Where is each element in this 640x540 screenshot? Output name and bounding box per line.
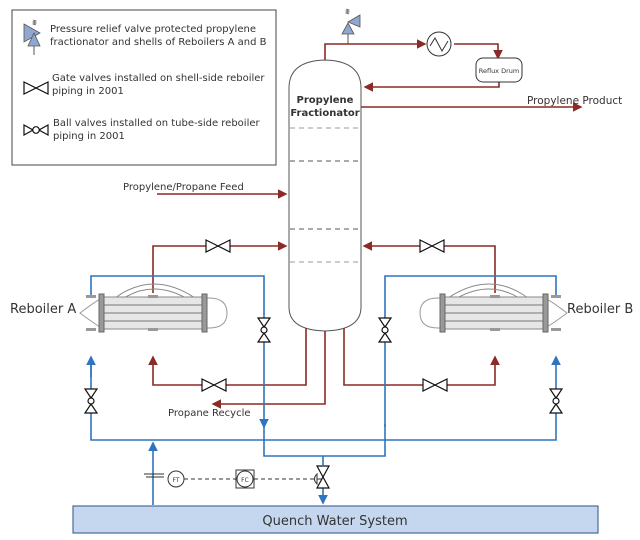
ball-valve-icon	[548, 388, 564, 414]
ball-valve-icon	[23, 123, 49, 137]
condenser-icon	[426, 31, 452, 57]
propylene-fractionator: Propylene Fractionator	[288, 59, 362, 332]
gate-valve-icon	[23, 81, 49, 95]
quench-label: Quench Water System	[262, 514, 407, 529]
legend-text-ball-1: Ball valves installed on tube-side reboi…	[53, 118, 261, 129]
legend-text-gate-2: piping in 2001	[52, 86, 124, 97]
fc-label: FC	[241, 477, 249, 484]
reflux-drum: Reflux Drum	[475, 57, 523, 83]
flow-controller: FC	[235, 469, 255, 489]
reboiler-a-vapor-line	[152, 245, 206, 293]
quench-water-system: Quench Water System	[72, 505, 599, 534]
reboiler-b-label: Reboiler B	[567, 302, 633, 317]
ball-valve-icon	[377, 317, 393, 343]
pressure-relief-valve-icon	[341, 8, 361, 44]
legend: Pressure relief valve protected propylen…	[11, 9, 277, 166]
flow-orifice-icon	[144, 473, 164, 478]
reboiler-a	[79, 283, 228, 333]
feed-label: Propylene/Propane Feed	[123, 182, 244, 193]
propane-recycle-label: Propane Recycle	[168, 408, 251, 419]
reboiler-a-label: Reboiler A	[10, 302, 76, 317]
water-piping	[86, 275, 561, 505]
reboiler-b-vapor-line	[444, 245, 496, 293]
reflux-drum-label: Reflux Drum	[479, 67, 519, 75]
ft-label: FT	[172, 477, 179, 484]
gate-valve-icon	[201, 378, 227, 392]
legend-text-gate-1: Gate valves installed on shell-side rebo…	[52, 73, 265, 84]
column-title-2: Fractionator	[290, 108, 359, 119]
ball-valve-icon	[256, 317, 272, 343]
overhead-piping	[324, 39, 583, 112]
column-title-1: Propylene	[297, 95, 354, 106]
legend-text-relief-1: Pressure relief valve protected propylen…	[50, 24, 256, 35]
control-valve-icon	[314, 465, 331, 489]
gate-valve-icon	[419, 239, 445, 253]
reboiler-b	[419, 283, 568, 333]
legend-text-ball-2: piping in 2001	[53, 131, 125, 142]
pressure-relief-valve-icon	[23, 19, 41, 55]
gate-valve-icon	[205, 239, 231, 253]
ball-valve-icon	[83, 388, 99, 414]
gate-valve-icon	[422, 378, 448, 392]
propylene-product-label: Propylene Product	[527, 95, 622, 107]
flow-transmitter: FT	[167, 470, 185, 488]
legend-text-relief-2: fractionator and shells of Reboilers A a…	[50, 37, 267, 48]
